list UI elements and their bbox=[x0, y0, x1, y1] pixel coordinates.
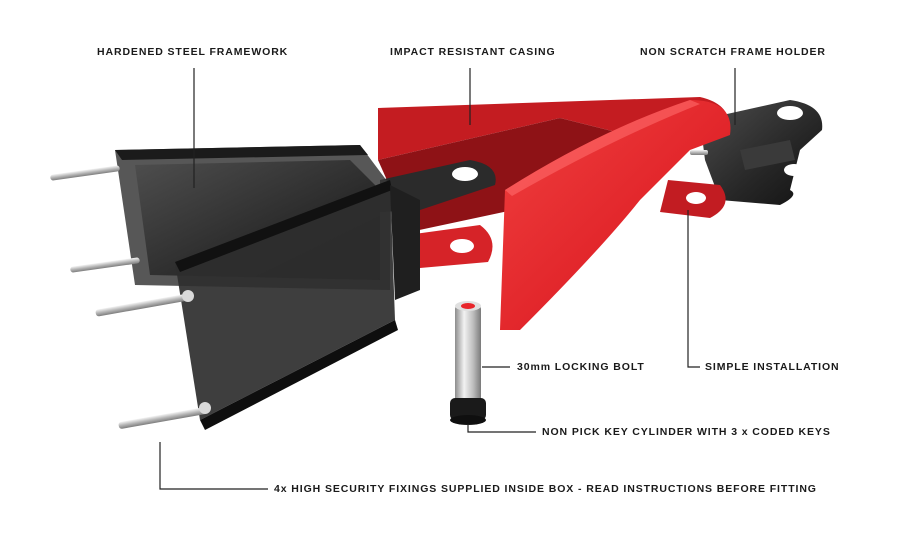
impact-casing bbox=[378, 97, 731, 330]
callout-impact-casing: IMPACT RESISTANT CASING bbox=[390, 46, 556, 58]
callout-steel-framework: HARDENED STEEL FRAMEWORK bbox=[97, 46, 289, 58]
callout-key-cylinder: NON PICK KEY CYLINDER WITH 3 x CODED KEY… bbox=[542, 426, 831, 438]
leader-lines bbox=[159, 68, 736, 490]
fixing-pin bbox=[118, 402, 211, 429]
fixing-pin bbox=[95, 290, 194, 317]
fixing-pins bbox=[50, 165, 211, 429]
locking-bolt bbox=[450, 301, 486, 425]
leader-simple-install bbox=[687, 210, 700, 368]
frame-holder-bracket bbox=[700, 100, 823, 205]
callout-fixings: 4x HIGH SECURITY FIXINGS SUPPLIED INSIDE… bbox=[274, 483, 817, 495]
key-cylinder-cap bbox=[450, 398, 486, 425]
callout-simple-install: SIMPLE INSTALLATION bbox=[705, 361, 840, 373]
leader-key-cylinder bbox=[467, 424, 536, 433]
callout-frame-holder: NON SCRATCH FRAME HOLDER bbox=[640, 46, 826, 58]
callout-locking-bolt: 30mm LOCKING BOLT bbox=[517, 361, 645, 373]
fixing-pin bbox=[50, 165, 120, 181]
steel-framework bbox=[115, 145, 420, 430]
leader-fixings bbox=[159, 442, 268, 490]
fixing-pin bbox=[70, 257, 140, 273]
